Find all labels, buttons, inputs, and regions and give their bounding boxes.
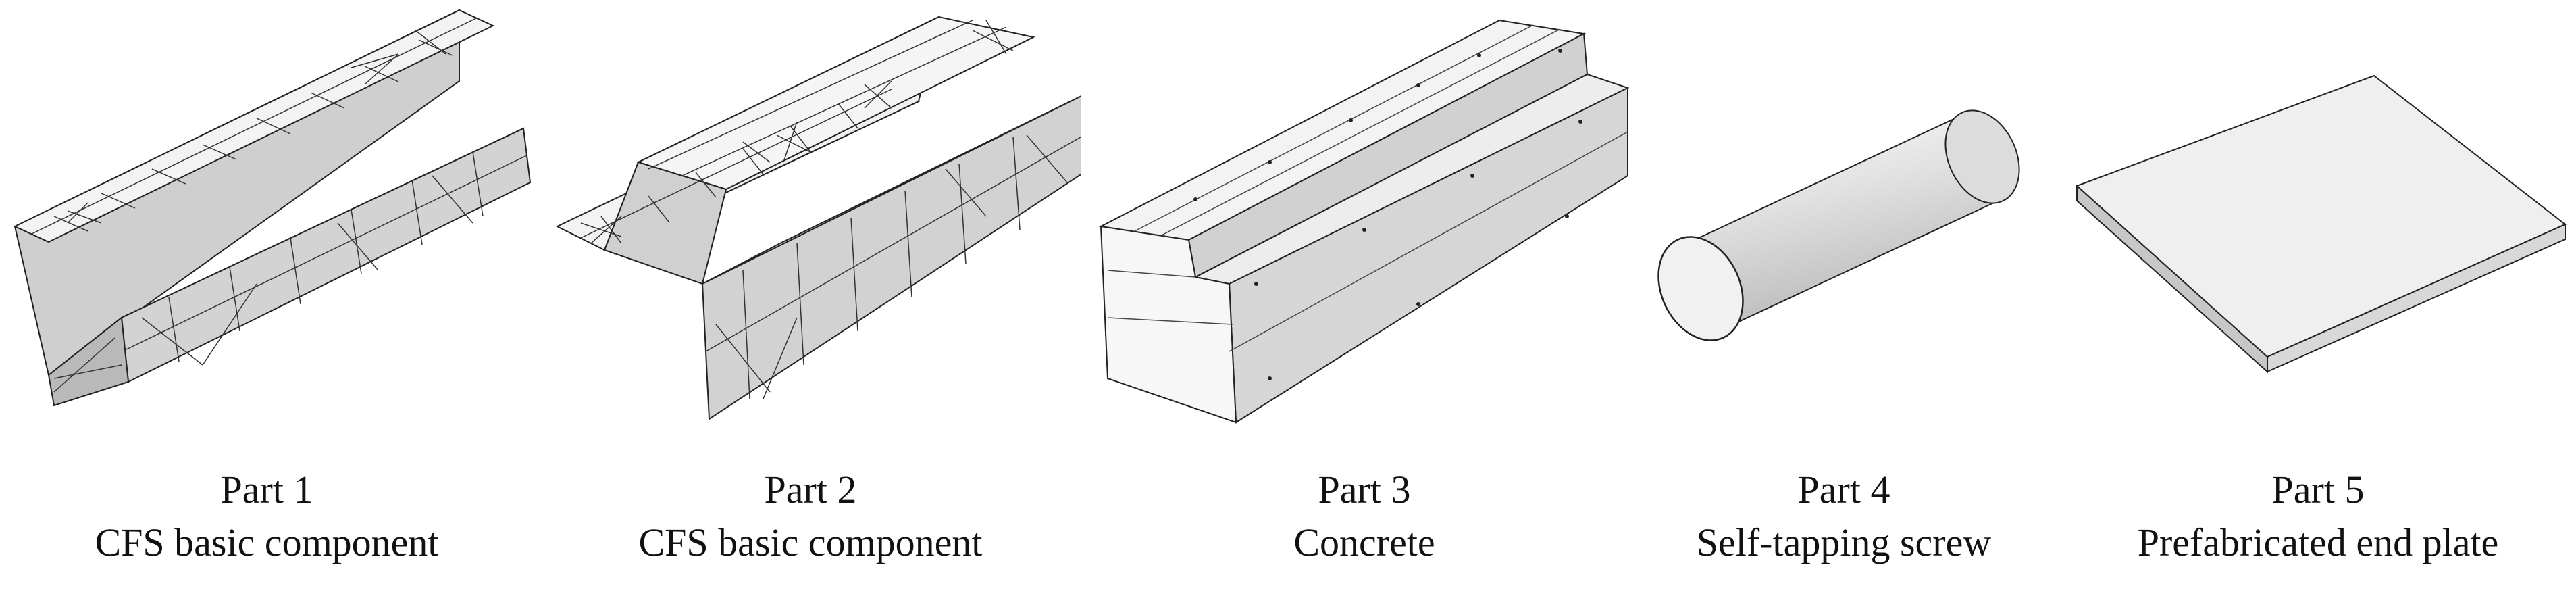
part-5-panel: Part 5 Prefabricated end plate <box>2060 0 2576 590</box>
part-4-number-label: Part 4 <box>1797 468 1890 512</box>
part-1-panel: Part 1 CFS basic component <box>0 0 534 590</box>
part-1-name: CFS basic component <box>95 520 439 564</box>
part-5-number-label: Part 5 <box>2271 468 2365 512</box>
part-2-name: CFS basic component <box>638 520 983 564</box>
part-3-caption: Part 3 Concrete <box>1094 464 1634 569</box>
screw-cylinder-icon <box>1657 109 2020 341</box>
part-2-panel: Part 2 CFS basic component <box>540 0 1081 590</box>
part-3-name: Concrete <box>1293 520 1435 564</box>
part-5-caption: Part 5 Prefabricated end plate <box>2060 464 2576 569</box>
part-4-name: Self-tapping screw <box>1696 520 1992 564</box>
end-plate-icon <box>2076 74 2567 374</box>
part-4-panel: Part 4 Self-tapping screw <box>1641 0 2046 590</box>
part-1-caption: Part 1 CFS basic component <box>0 464 534 569</box>
cfs-channel-section-icon <box>13 9 532 407</box>
concrete-block-icon <box>1098 19 1630 424</box>
part-3-number-label: Part 3 <box>1318 468 1411 512</box>
part-5-name: Prefabricated end plate <box>2137 520 2499 564</box>
part-1-number-label: Part 1 <box>220 468 313 512</box>
cfs-z-section-icon <box>555 16 1081 420</box>
part-2-caption: Part 2 CFS basic component <box>540 464 1081 569</box>
part-3-panel: Part 3 Concrete <box>1094 0 1634 590</box>
part-2-number-label: Part 2 <box>764 468 857 512</box>
part-4-caption: Part 4 Self-tapping screw <box>1641 464 2046 569</box>
